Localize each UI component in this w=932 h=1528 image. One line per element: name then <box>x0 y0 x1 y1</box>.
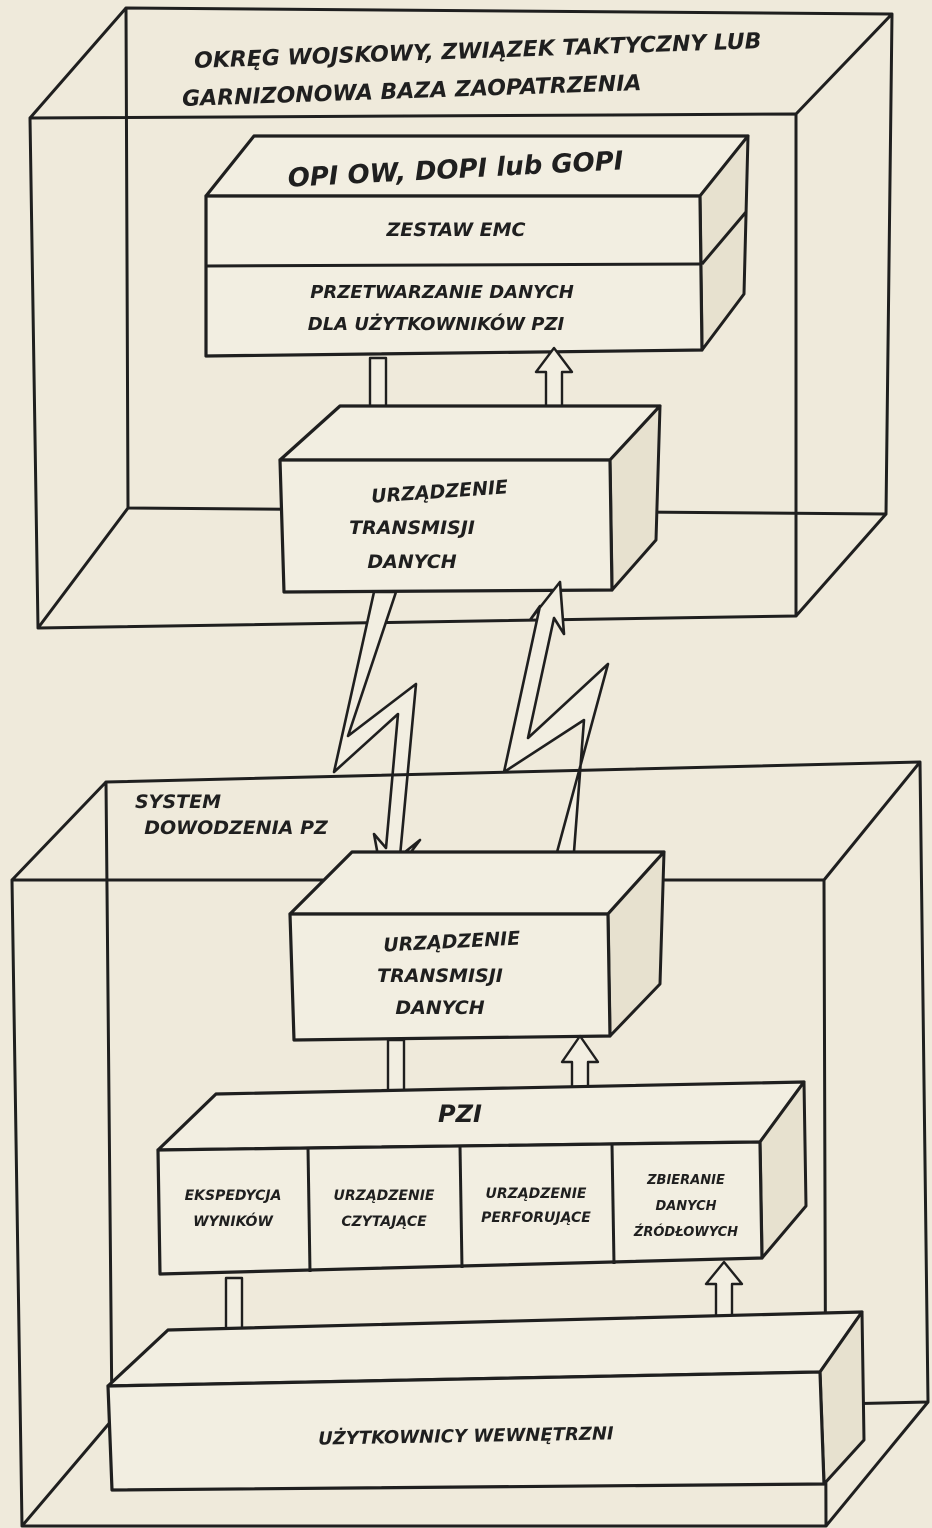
pzi-cell-2-line1: URZĄDZENIE <box>334 1188 435 1204</box>
pzi-cell-perforator: URZĄDZENIE PERFORUJĄCE <box>481 1186 591 1226</box>
top-region-label-line2: GARNIZONOWA BAZA ZAOPATRZENIA <box>182 71 642 112</box>
pzi-box <box>156 1080 808 1276</box>
bottom-region-label-line1: SYSTEM <box>135 791 221 813</box>
users-box-label: UŻYTKOWNICY WEWNĘTRZNI <box>318 1422 614 1449</box>
opi-box-row1: ZESTAW EMC <box>386 219 526 241</box>
top-transmission-line3: DANYCH <box>367 551 456 573</box>
top-region-frame <box>28 6 894 630</box>
pzi-cell-4-line1: ZBIERANIE <box>646 1173 725 1188</box>
pzi-box-title: PZI <box>438 1100 482 1128</box>
pzi-cell-expedition: EKSPEDYCJA WYNIKÓW <box>185 1188 282 1230</box>
pzi-cell-1-line2: WYNIKÓW <box>193 1212 273 1230</box>
pzi-cell-1-line1: EKSPEDYCJA <box>185 1188 282 1204</box>
top-transmission-box <box>278 404 662 594</box>
pzi-cell-source-data: ZBIERANIE DANYCH ŹRÓDŁOWYCH <box>633 1173 738 1240</box>
users-box <box>106 1310 866 1492</box>
lightning-bolt-up <box>502 580 610 880</box>
opi-box-row2-line2: DLA UŻYTKOWNIKÓW PZI <box>308 313 565 335</box>
opi-box-row2-line1: PRZETWARZANIE DANYCH <box>310 282 574 303</box>
lightning-bolt-down <box>332 590 422 890</box>
pzi-cell-3-line2: PERFORUJĄCE <box>481 1210 591 1226</box>
pzi-cell-4-line2: DANYCH <box>655 1199 716 1214</box>
bottom-region-label-line2: DOWODZENIA PZ <box>144 817 329 839</box>
pzi-cell-3-line1: URZĄDZENIE <box>486 1186 587 1202</box>
pzi-cell-reader: URZĄDZENIE CZYTAJĄCE <box>334 1188 435 1230</box>
bottom-transmission-line3: DANYCH <box>395 997 484 1019</box>
opi-box <box>204 134 750 358</box>
pzi-cell-2-line2: CZYTAJĄCE <box>341 1214 427 1230</box>
top-transmission-line2: TRANSMISJI <box>349 517 475 539</box>
bottom-transmission-line2: TRANSMISJI <box>377 965 503 987</box>
top-region-label-line1: OKRĘG WOJSKOWY, ZWIĄZEK TAKTYCZNY LUB <box>194 29 762 74</box>
bottom-transmission-box <box>288 850 666 1042</box>
pzi-cell-4-line3: ŹRÓDŁOWYCH <box>633 1224 738 1240</box>
